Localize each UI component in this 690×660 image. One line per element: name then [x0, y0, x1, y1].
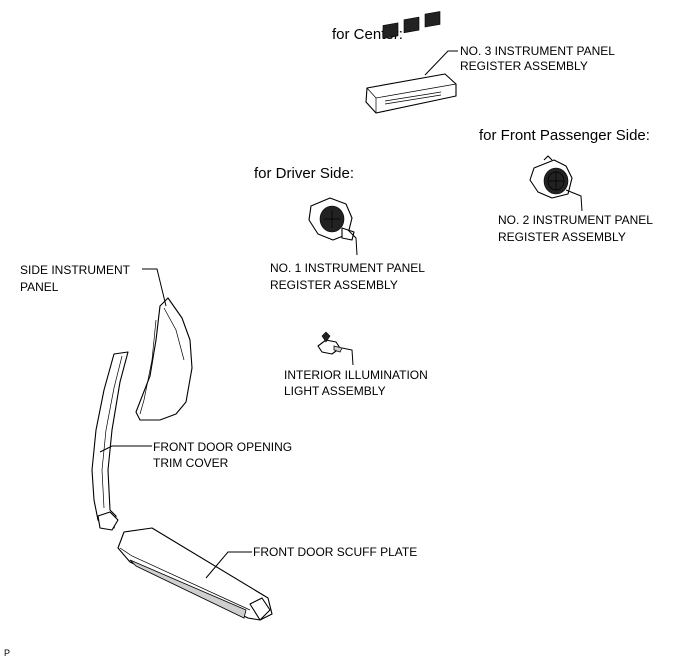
- label-side-panel-line2: PANEL: [20, 280, 59, 294]
- scuff-plate-drawing: [117, 527, 273, 621]
- label-illumination-line2: LIGHT ASSEMBLY: [284, 384, 386, 398]
- label-scuff-plate: FRONT DOOR SCUFF PLATE: [253, 545, 417, 559]
- label-trim-cover-line2: TRIM COVER: [153, 456, 229, 470]
- no3-register-drawing: [365, 11, 457, 114]
- side-instrument-panel-drawing: [135, 297, 193, 421]
- label-illumination-line1: INTERIOR ILLUMINATION: [284, 368, 428, 382]
- no3-leader-line: [424, 50, 458, 76]
- header-for-passenger-side: for Front Passenger Side:: [479, 127, 650, 144]
- label-no3-register-line2: REGISTER ASSEMBLY: [460, 59, 588, 73]
- no2-register-drawing: [529, 155, 573, 199]
- no1-register-drawing: [308, 197, 355, 241]
- label-side-panel-line1: SIDE INSTRUMENT: [20, 263, 131, 277]
- label-trim-cover-line1: FRONT DOOR OPENING: [153, 440, 292, 454]
- header-for-driver-side: for Driver Side:: [254, 165, 354, 182]
- scuff-plate-leader-line: [205, 551, 252, 579]
- label-no2-register-line2: REGISTER ASSEMBLY: [498, 230, 626, 244]
- label-no2-register-line1: NO. 2 INSTRUMENT PANEL: [498, 213, 653, 227]
- label-no3-register-line1: NO. 3 INSTRUMENT PANEL: [460, 44, 615, 58]
- illumination-leader-line: [341, 347, 354, 366]
- label-no1-register-line2: REGISTER ASSEMBLY: [270, 278, 398, 292]
- no1-leader-line: [347, 229, 358, 256]
- label-no1-register-line1: NO. 1 INSTRUMENT PANEL: [270, 261, 425, 275]
- trim-cover-leader-line: [99, 445, 152, 453]
- side-panel-leader-line: [142, 268, 167, 307]
- corner-mark: P: [4, 648, 10, 658]
- no2-leader-line: [565, 189, 583, 212]
- trim-cover-drawing: [91, 351, 129, 531]
- illumination-light-drawing: [317, 331, 343, 355]
